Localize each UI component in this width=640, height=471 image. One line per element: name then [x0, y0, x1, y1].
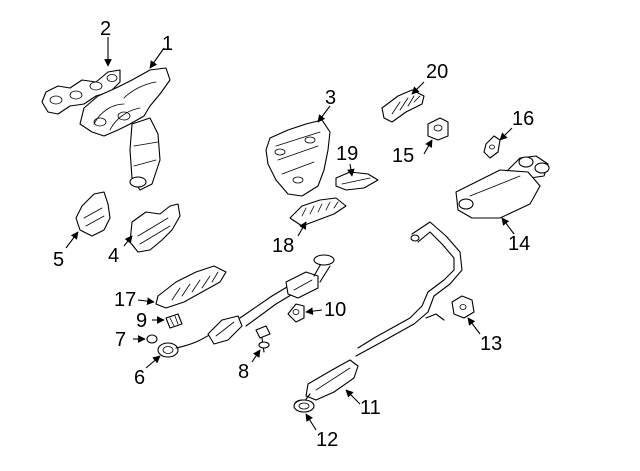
part-18-heat-shield[interactable]	[289, 197, 347, 227]
callout-14: 14	[508, 233, 530, 255]
part-13-hanger[interactable]	[451, 295, 475, 319]
part-12-gasket[interactable]	[293, 399, 315, 413]
callout-11: 11	[360, 397, 381, 419]
callout-12: 12	[316, 429, 338, 451]
callout-13: 13	[480, 333, 502, 355]
part-3-heat-shield[interactable]	[265, 119, 331, 197]
part-11-center-pipe[interactable]	[294, 221, 463, 409]
callout-8: 8	[238, 361, 249, 383]
callout-2: 2	[100, 18, 111, 40]
part-17-heat-shield[interactable]	[155, 265, 227, 309]
part-5-heat-shield[interactable]	[75, 191, 111, 237]
callout-18: 18	[272, 235, 294, 257]
callout-17: 17	[114, 289, 136, 311]
part-2-manifold-gasket[interactable]	[41, 69, 121, 115]
callout-10: 10	[324, 299, 346, 321]
callout-15: 15	[392, 145, 414, 167]
part-9-spring[interactable]	[165, 313, 183, 329]
part-6-flange-gasket[interactable]	[157, 342, 179, 358]
part-8-bolt[interactable]	[255, 325, 271, 353]
part-19-heat-shield[interactable]	[335, 171, 379, 191]
part-20-heat-shield[interactable]	[381, 89, 425, 123]
leader-lines	[65, 37, 515, 431]
callout-9: 9	[136, 310, 147, 332]
part-16-bracket[interactable]	[483, 135, 501, 159]
callout-3: 3	[325, 87, 336, 109]
callout-7: 7	[115, 329, 126, 351]
part-1-exhaust-manifold[interactable]	[79, 67, 171, 191]
callout-16: 16	[512, 108, 534, 130]
part-10-clamp[interactable]	[287, 303, 305, 323]
part-7-gasket[interactable]	[146, 334, 158, 344]
part-14-muffler[interactable]	[455, 155, 550, 219]
callout-1: 1	[162, 33, 173, 55]
callout-5: 5	[53, 249, 64, 271]
front-pipe-assembly[interactable]	[175, 254, 335, 349]
callout-20: 20	[426, 61, 448, 83]
callout-4: 4	[108, 245, 119, 267]
part-4-heat-shield[interactable]	[129, 203, 181, 253]
callout-19: 19	[336, 143, 358, 165]
callout-6: 6	[134, 367, 145, 389]
callout-labels: 1 2 3 4 5 6 7 8 9 10 11 12 13 14 15 16 1…	[53, 18, 534, 451]
part-15-hanger-insulator[interactable]	[427, 117, 449, 141]
